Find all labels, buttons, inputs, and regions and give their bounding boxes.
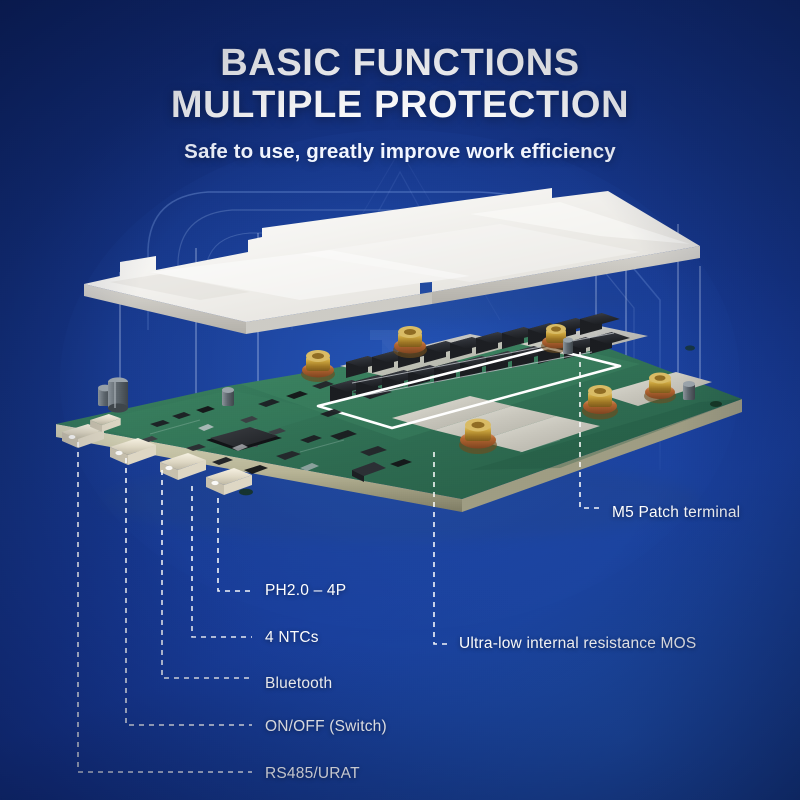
callout-label-on-off-switch: ON/OFF (Switch) [265, 718, 387, 735]
callout-label-ultra-low-mos: Ultra-low internal resistance MOS [459, 635, 697, 652]
electrolytic-capacitor [108, 377, 128, 413]
callout-label-m5-patch-terminal: M5 Patch terminal [612, 504, 741, 521]
callout-label-4-ntcs: 4 NTCs [265, 629, 319, 646]
callout-label-bluetooth: Bluetooth [265, 675, 333, 692]
callout-label-ph20-4p: PH2.0 – 4P [265, 582, 347, 599]
callout-label-rs485-urat: RS485/URAT [265, 765, 360, 782]
aluminum-heatsink-plate [84, 188, 700, 334]
